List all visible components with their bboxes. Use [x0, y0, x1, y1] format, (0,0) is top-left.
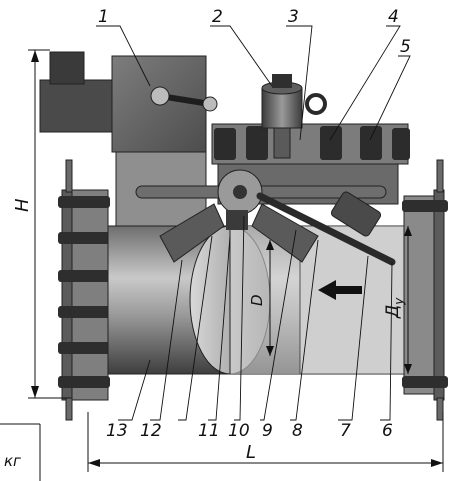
- left-flange-bolts: [58, 196, 110, 388]
- part-number-5: 5: [400, 37, 411, 57]
- valve-body: [107, 225, 409, 375]
- inner-diameter-mark: D: [248, 240, 274, 356]
- part-number-12: 12: [140, 421, 162, 441]
- spring-weights: [159, 203, 319, 263]
- table-unit-label: кг: [4, 452, 21, 470]
- part-number-9: 9: [262, 421, 273, 441]
- part-number-4: 4: [388, 7, 399, 27]
- part-number-11: 11: [198, 421, 220, 441]
- part-number-1: 1: [98, 7, 109, 27]
- actuator-cylinder: [261, 74, 327, 159]
- part-number-2: 2: [212, 7, 223, 27]
- table-fragment: кг: [0, 423, 41, 481]
- gearbox: [39, 51, 218, 153]
- part-number-13: 13: [106, 421, 128, 441]
- part-number-8: 8: [292, 421, 303, 441]
- leader-lines: [96, 25, 411, 421]
- nominal-diameter-dimension: Ду: [383, 226, 412, 374]
- left-flange: [58, 159, 110, 421]
- length-label: L: [246, 442, 256, 463]
- disc-lever: [135, 169, 396, 266]
- right-flange: [402, 159, 448, 421]
- part-labels: 1 2 3 4 5 6 7 8 9 10 11 12 13: [98, 7, 411, 441]
- part-number-6: 6: [382, 421, 393, 441]
- length-dimension: L: [87, 412, 444, 472]
- part-number-7: 7: [340, 421, 351, 441]
- inner-diameter-label: D: [248, 294, 266, 306]
- gearbox-lever: [150, 86, 218, 112]
- part-number-3: 3: [288, 7, 299, 27]
- flow-arrow-icon: [318, 280, 362, 300]
- right-flange-bolts: [402, 200, 448, 388]
- height-label: H: [12, 198, 33, 212]
- part-number-10: 10: [228, 421, 250, 441]
- nominal-diameter-label: Ду: [383, 297, 406, 319]
- height-dimension: H: [12, 49, 70, 399]
